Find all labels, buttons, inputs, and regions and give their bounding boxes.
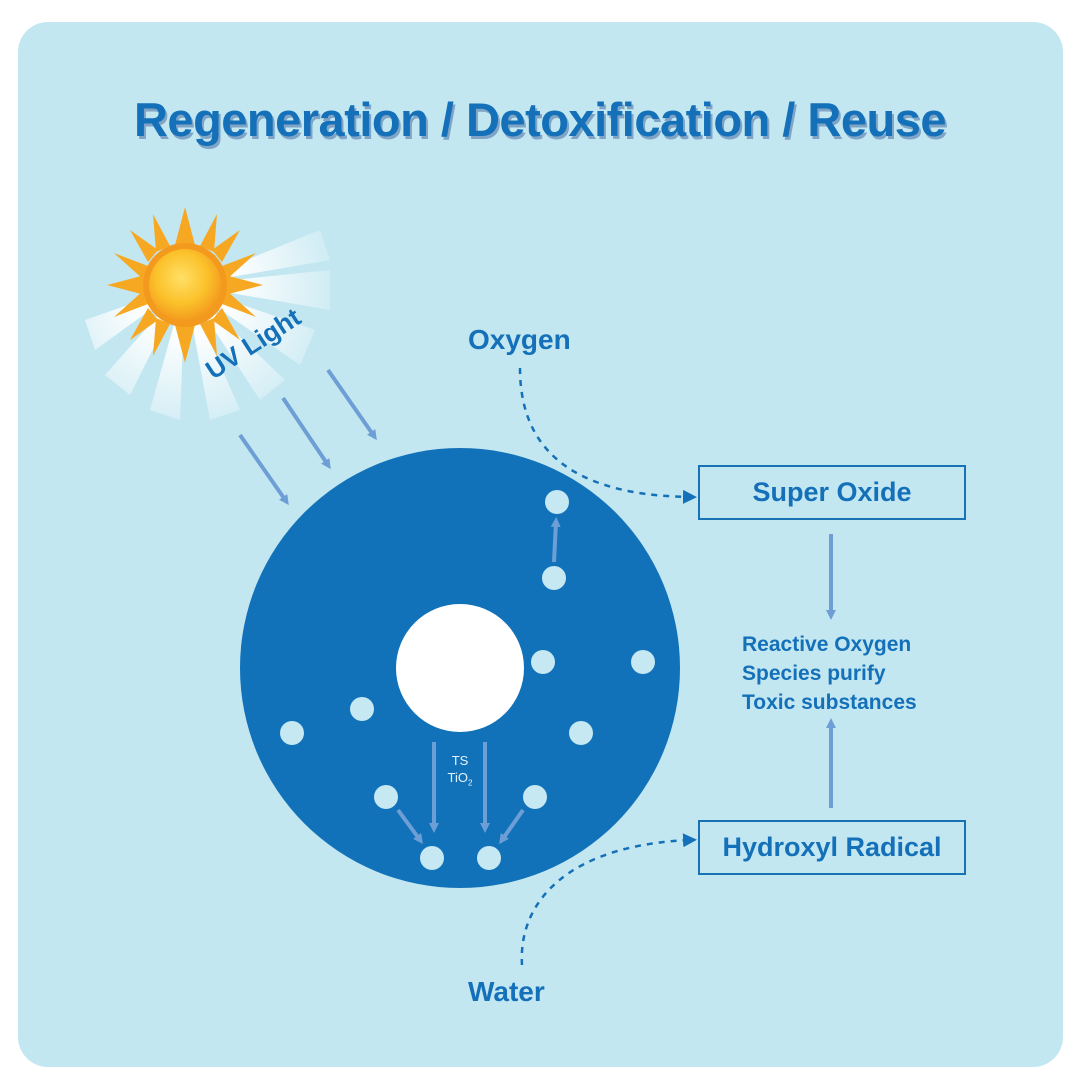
particle-arrow: [550, 517, 561, 563]
reactive-text-line: Reactive Oxygen: [742, 633, 912, 656]
particle: [542, 566, 566, 590]
particle: [350, 697, 374, 721]
particle: [531, 650, 555, 674]
super-oxide-box: Super Oxide: [698, 465, 966, 520]
particle: [631, 650, 655, 674]
particle: [420, 846, 444, 870]
disc-center-hole: [396, 604, 524, 732]
reactive-text-line: Species purify: [742, 662, 886, 685]
particle: [545, 490, 569, 514]
hydroxyl-radical-box: Hydroxyl Radical: [698, 820, 966, 875]
uv-arrow: [238, 433, 289, 506]
catalyst-label-ts: TS: [451, 753, 469, 768]
particle-arrow: [499, 808, 525, 845]
catalyst-label: TS TiO2: [440, 752, 480, 792]
water-label: Water: [468, 976, 545, 1007]
particle-arrow: [396, 808, 423, 845]
reactive-oxygen-text: Reactive Oxygen Species purify Toxic sub…: [742, 630, 917, 717]
oxygen-label: Oxygen: [468, 324, 571, 355]
particle: [523, 785, 547, 809]
diagram-title: Regeneration / Detoxification / Reuse: [133, 93, 947, 146]
particle: [569, 721, 593, 745]
particle: [280, 721, 304, 745]
sun-icon: [85, 207, 330, 420]
water-to-hydroxyl-arrow: [520, 833, 697, 966]
reactive-text-line: Toxic substances: [742, 691, 917, 714]
oxygen-to-superoxide-arrow: [518, 367, 697, 504]
uv-arrow: [326, 368, 377, 441]
catalyst-label-tio2: TiO2: [447, 770, 473, 788]
particle: [477, 846, 501, 870]
particle: [374, 785, 398, 809]
uv-arrow: [281, 396, 331, 470]
